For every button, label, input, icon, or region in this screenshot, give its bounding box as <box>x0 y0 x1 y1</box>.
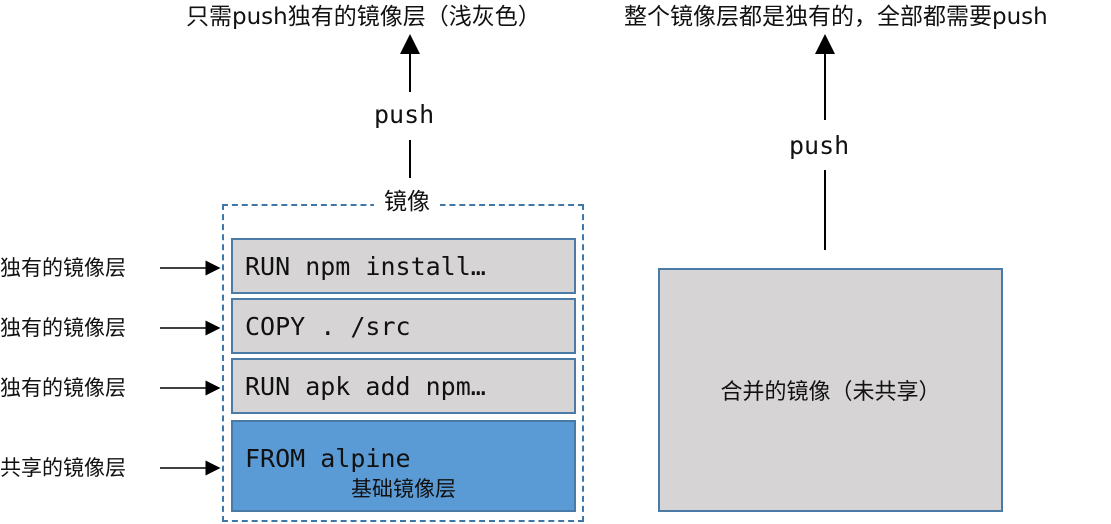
layer-run-npm-install: RUN npm install… <box>231 238 576 294</box>
right-result-title: 整个镜像层都是独有的，全部都需要push <box>624 4 1048 30</box>
left-push-label: push <box>370 100 439 130</box>
image-group-label: 镜像 <box>374 188 440 216</box>
right-push-label: push <box>785 131 854 161</box>
left-result-title: 只需push独有的镜像层（浅灰色） <box>186 4 541 30</box>
layer-label-4: 共享的镜像层 <box>0 456 126 480</box>
layer-run-apk-add: RUN apk add npm… <box>231 358 576 414</box>
layer-command: FROM alpine <box>245 444 411 473</box>
layer-label-2: 独有的镜像层 <box>0 316 126 340</box>
layer-from-alpine: FROM alpine 基础镜像层 <box>231 420 576 512</box>
layer-command: RUN npm install… <box>245 252 486 281</box>
merged-image-box: 合并的镜像（未共享） <box>658 268 1003 512</box>
layer-label-1: 独有的镜像层 <box>0 256 126 280</box>
layer-copy-src: COPY . /src <box>231 298 576 354</box>
layer-label-3: 独有的镜像层 <box>0 376 126 400</box>
merged-image-label: 合并的镜像（未共享） <box>720 380 941 405</box>
layer-command: COPY . /src <box>245 312 411 341</box>
layer-command: RUN apk add npm… <box>245 372 486 401</box>
base-layer-caption: 基础镜像层 <box>351 477 456 501</box>
